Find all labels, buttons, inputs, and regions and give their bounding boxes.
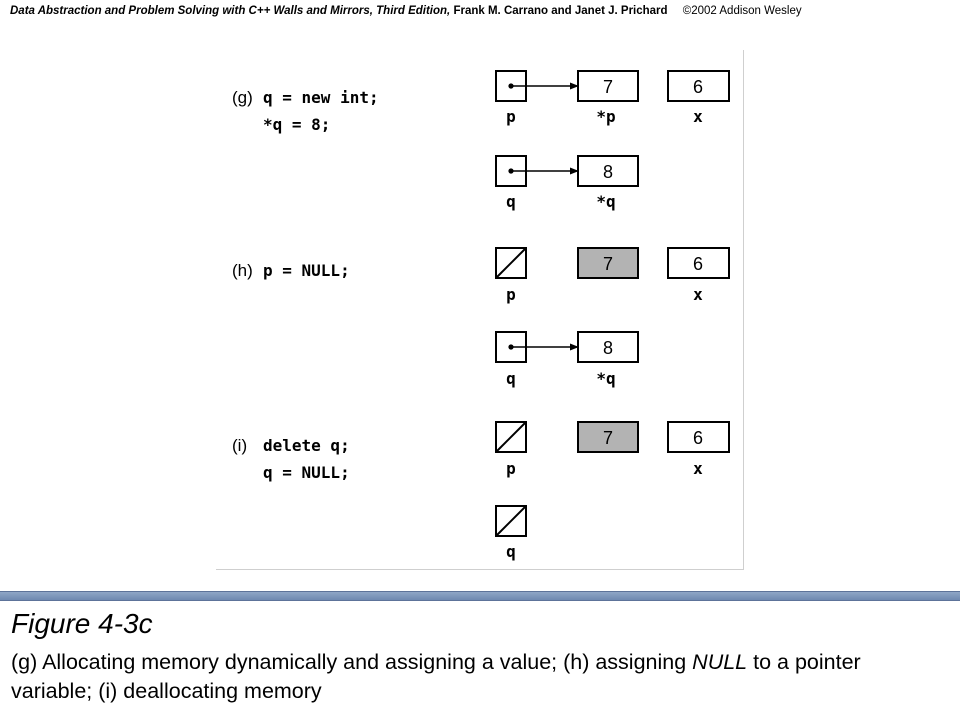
h-star-q-value: 8 bbox=[603, 338, 613, 358]
g-x-cell bbox=[667, 70, 730, 102]
h-q-label: q bbox=[506, 369, 516, 388]
figure-caption: (g) Allocating memory dynamically and as… bbox=[11, 648, 946, 706]
section-g-code-line2: *q = 8; bbox=[263, 115, 330, 134]
section-i-tag: (i) bbox=[232, 436, 247, 455]
g-star-q-value: 8 bbox=[603, 162, 613, 182]
slide-header: Data Abstraction and Problem Solving wit… bbox=[10, 5, 955, 21]
i-x-cell bbox=[667, 421, 730, 453]
g-q-label: q bbox=[506, 192, 516, 211]
figure-title: Figure 4-3c bbox=[11, 608, 153, 639]
h-freed-value: 7 bbox=[603, 254, 613, 274]
caption-divider bbox=[0, 591, 960, 601]
book-title: Data Abstraction and Problem Solving wit… bbox=[10, 5, 451, 17]
g-star-p-label: *p bbox=[596, 107, 615, 126]
i-x-value: 6 bbox=[693, 428, 703, 448]
h-x-value: 6 bbox=[693, 254, 703, 274]
copyright-notice: ©2002 Addison Wesley bbox=[682, 5, 802, 17]
h-star-q-label: *q bbox=[596, 369, 615, 388]
i-null-q-box bbox=[495, 505, 527, 537]
h-null-p-box bbox=[495, 247, 527, 279]
i-x-label: x bbox=[693, 459, 703, 478]
pointer-diagram: (g) q = new int; *q = 8; 7 6 p *p x 8 q … bbox=[232, 70, 730, 561]
h-x-label: x bbox=[693, 285, 703, 304]
i-freed-cell bbox=[577, 421, 639, 453]
i-freed-value: 7 bbox=[603, 428, 613, 448]
g-x-label: x bbox=[693, 107, 703, 126]
g-star-q-label: *q bbox=[596, 192, 615, 211]
figure-panel: (g) q = new int; *q = 8; 7 6 p *p x 8 q … bbox=[216, 50, 744, 570]
i-null-p-box bbox=[495, 421, 527, 453]
section-h-tag: (h) bbox=[232, 261, 253, 280]
g-star-q-cell bbox=[577, 155, 639, 187]
h-star-q-cell bbox=[577, 331, 639, 363]
section-i-code-line1: delete q; bbox=[263, 436, 350, 455]
caption-part2: to a pointer variable; (i) deallocating … bbox=[11, 650, 861, 703]
i-p-label: p bbox=[506, 459, 516, 478]
g-star-p-cell bbox=[577, 70, 639, 102]
caption-part1: (g) Allocating memory dynamically and as… bbox=[11, 650, 693, 674]
h-p-label: p bbox=[506, 285, 516, 304]
i-q-label: q bbox=[506, 542, 516, 561]
g-p-label: p bbox=[506, 107, 516, 126]
h-freed-cell bbox=[577, 247, 639, 279]
h-x-cell bbox=[667, 247, 730, 279]
section-g-tag: (g) bbox=[232, 88, 253, 107]
book-authors: Frank M. Carrano and Janet J. Prichard bbox=[453, 5, 668, 17]
g-star-p-value: 7 bbox=[603, 77, 613, 97]
section-h-code-line1: p = NULL; bbox=[263, 261, 350, 280]
caption-null: NULL bbox=[692, 650, 748, 674]
section-g-code-line1: q = new int; bbox=[263, 88, 379, 107]
section-i-code-line2: q = NULL; bbox=[263, 463, 350, 482]
g-x-value: 6 bbox=[693, 77, 703, 97]
